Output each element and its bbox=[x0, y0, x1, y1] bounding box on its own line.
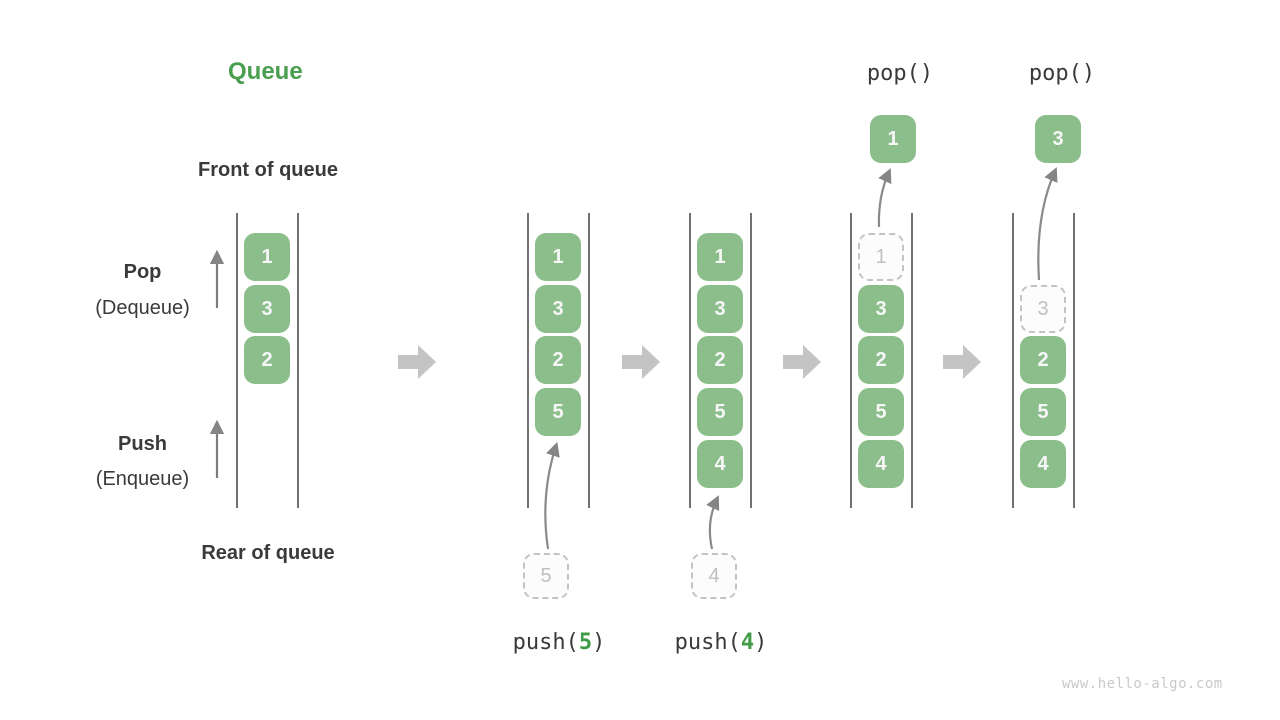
queue-cell: 3 bbox=[858, 285, 904, 333]
push-arg-text: 5 bbox=[578, 630, 593, 655]
push-close-text: ) bbox=[754, 630, 768, 655]
flow-arrow-icon bbox=[783, 345, 821, 379]
pop-1-arrow-icon bbox=[877, 168, 892, 228]
queue-cell: 2 bbox=[697, 336, 743, 384]
enqueue-label: (Enqueue) bbox=[95, 468, 190, 490]
popped-element-ghost: 3 bbox=[1020, 285, 1066, 333]
queue-cell: 2 bbox=[244, 336, 290, 384]
pop-3-arrow-icon bbox=[1037, 167, 1058, 281]
queue-cell: 5 bbox=[535, 388, 581, 436]
queue-cell: 3 bbox=[697, 285, 743, 333]
queue-cell: 2 bbox=[1020, 336, 1066, 384]
queue-cell: 1 bbox=[535, 233, 581, 281]
pop-operation-label: pop() bbox=[866, 61, 934, 86]
front-of-queue-label: Front of queue bbox=[198, 159, 338, 181]
popped-element: 1 bbox=[870, 115, 916, 163]
incoming-element-ghost: 4 bbox=[691, 553, 737, 599]
queue-cell: 5 bbox=[697, 388, 743, 436]
flow-arrow-icon bbox=[622, 345, 660, 379]
pop-label: Pop bbox=[123, 261, 162, 283]
rear-of-queue-label: Rear of queue bbox=[201, 542, 335, 564]
popped-element: 3 bbox=[1035, 115, 1081, 163]
flow-arrow-icon bbox=[398, 345, 436, 379]
push-fn-text: push( bbox=[674, 630, 741, 655]
queue-cell: 4 bbox=[697, 440, 743, 488]
pop-operation-label: pop() bbox=[1028, 61, 1096, 86]
queue-cell: 3 bbox=[535, 285, 581, 333]
push-operation-label: push(5) bbox=[484, 630, 634, 655]
push-label: Push bbox=[118, 433, 167, 455]
flow-arrow-icon bbox=[943, 345, 981, 379]
push-fn-text: push( bbox=[512, 630, 579, 655]
push-4-arrow-icon bbox=[706, 495, 720, 550]
push-close-text: ) bbox=[592, 630, 606, 655]
queue-cell: 3 bbox=[244, 285, 290, 333]
dequeue-label: (Dequeue) bbox=[95, 297, 190, 319]
push-arg-text: 4 bbox=[740, 630, 755, 655]
diagram-title: Queue bbox=[228, 58, 303, 85]
push-5-arrow-icon bbox=[544, 441, 560, 550]
queue-cell: 1 bbox=[697, 233, 743, 281]
incoming-element-ghost: 5 bbox=[523, 553, 569, 599]
queue-cell: 5 bbox=[858, 388, 904, 436]
queue-cell: 4 bbox=[858, 440, 904, 488]
push-operation-label: push(4) bbox=[646, 630, 796, 655]
queue-cell: 1 bbox=[244, 233, 290, 281]
queue-cell: 4 bbox=[1020, 440, 1066, 488]
queue-cell: 5 bbox=[1020, 388, 1066, 436]
queue-walls bbox=[236, 213, 1075, 508]
queue-cell: 2 bbox=[858, 336, 904, 384]
queue-cell: 2 bbox=[535, 336, 581, 384]
watermark: www.hello-algo.com bbox=[1062, 676, 1223, 692]
popped-element-ghost: 1 bbox=[858, 233, 904, 281]
